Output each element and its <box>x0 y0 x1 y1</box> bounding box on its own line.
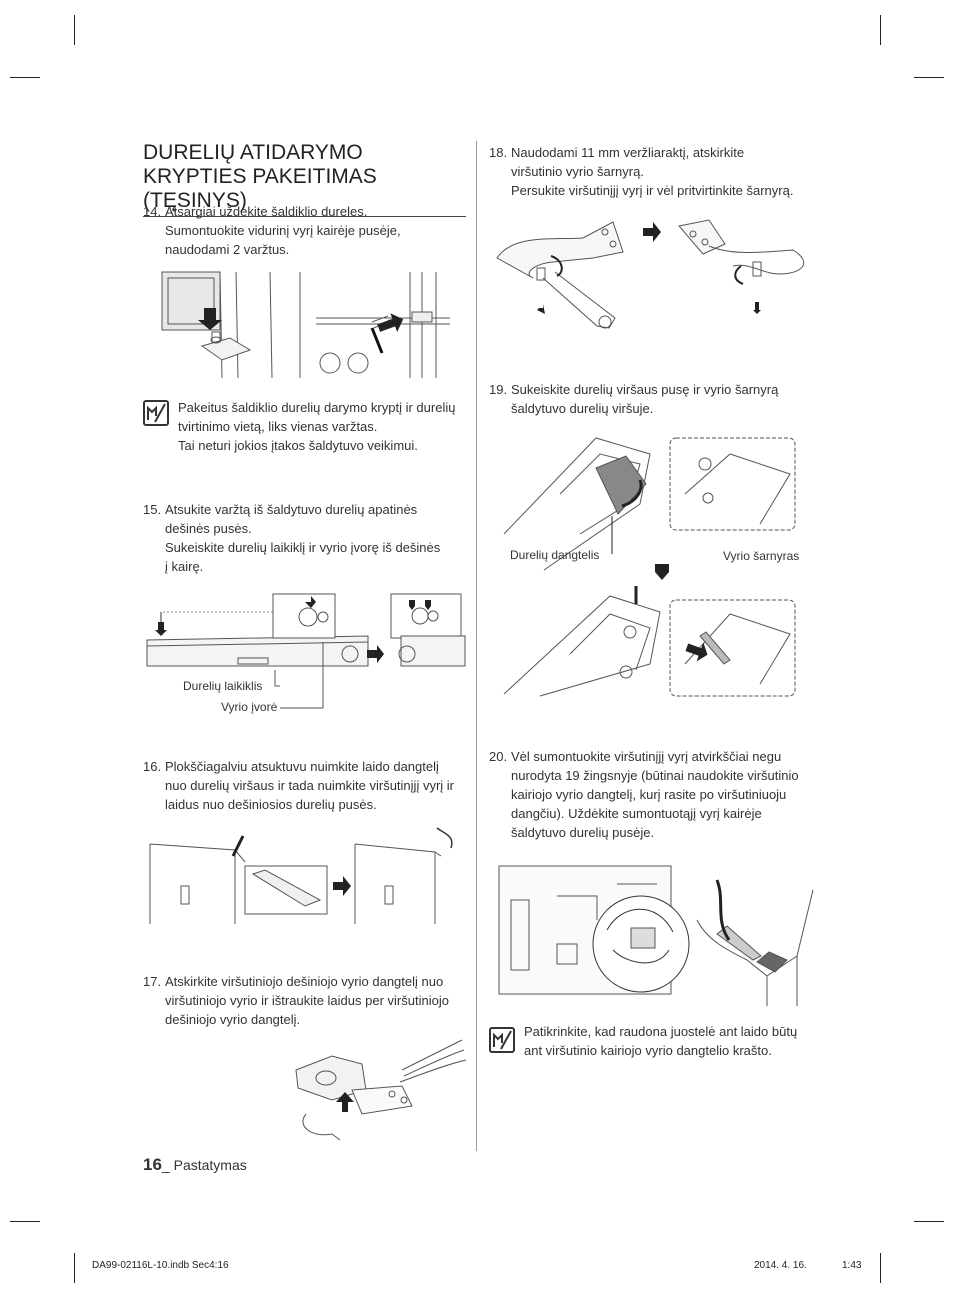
step-text: Atskirkite viršutiniojo dešiniojo vyrio … <box>165 972 449 1029</box>
step-line: Vėl sumontuokite viršutinįjį vyrį atvirk… <box>511 749 782 764</box>
door-cover-label: Durelių dangtelis <box>510 548 600 562</box>
footer-separator: _ <box>161 1157 174 1173</box>
hinge-bushing-label: Vyrio įvorė <box>221 700 278 714</box>
step-line: Sukeiskite durelių viršaus pusę ir vyrio… <box>511 382 779 397</box>
crop-mark <box>880 1253 881 1283</box>
step-line: šaldytuvo durelių pusėje. <box>511 825 655 840</box>
step-17-illustration <box>295 1039 467 1141</box>
step-line: dešiniojo vyrio dangtelį. <box>165 1012 301 1027</box>
note-line: tvirtinimo vietą, liks vienas varžtas. <box>178 419 378 434</box>
note-line: Pakeitus šaldiklio durelių darymo kryptį… <box>178 400 456 415</box>
step-line: naudodami 2 varžtus. <box>165 242 290 257</box>
step-line: į kairę. <box>165 559 204 574</box>
step-line: nurodyta 19 žingsnyje (būtinai naudokite… <box>511 768 799 783</box>
slug-time: 1:43 <box>842 1260 862 1271</box>
step-line: Atsukite varžtą iš šaldytuvo durelių apa… <box>165 502 418 517</box>
crop-mark <box>10 77 40 78</box>
step-text: Atsargiai uždėkite šaldiklio dureles. Su… <box>165 202 401 259</box>
step-18-illustration <box>496 219 805 329</box>
step-text: Naudodami 11 mm veržliaraktį, atskirkite… <box>511 143 793 200</box>
page-number: 16 <box>143 1155 162 1174</box>
step-line: laidus nuo dešiniosios durelių pusės. <box>165 797 377 812</box>
step-number: 16. <box>143 759 162 774</box>
crop-mark <box>74 15 75 45</box>
note-line: ant viršutinio kairiojo vyrio dangtelio … <box>524 1043 772 1058</box>
slug-file: DA99-02116L-10.indb Sec4:16 <box>92 1260 229 1271</box>
note-2: Patikrinkite, kad raudona juostelė ant l… <box>524 1022 797 1060</box>
step-number: 18. <box>489 145 508 160</box>
note-line: Tai neturi jokios įtakos šaldytuvo veiki… <box>178 438 418 453</box>
crop-mark <box>74 1253 75 1283</box>
step-14-illustration <box>161 271 450 379</box>
step-line: šaldytuvo durelių viršuje. <box>511 401 654 416</box>
step-19-illustration <box>503 437 796 697</box>
step-20-illustration <box>498 865 814 1006</box>
step-line: dangčiu). Uždėkite sumontuotąjį vyrį kai… <box>511 806 762 821</box>
crop-mark <box>914 77 944 78</box>
crop-mark <box>880 15 881 45</box>
step-number: 14. <box>143 204 162 219</box>
step-text: Atsukite varžtą iš šaldytuvo durelių apa… <box>165 500 440 576</box>
slug-date: 2014. 4. 16. <box>754 1260 807 1271</box>
column-divider <box>476 141 477 1151</box>
section-title: DURELIŲ ATIDARYMO KRYPTIES PAKEITIMAS (T… <box>143 141 466 217</box>
step-16-illustration <box>149 827 453 924</box>
step-text: Plokščiagalviu atsuktuvu nuimkite laido … <box>165 757 454 814</box>
step-line: viršutiniojo vyrio ir ištraukite laidus … <box>165 993 449 1008</box>
step-text: Vėl sumontuokite viršutinįjį vyrį atvirk… <box>511 747 799 842</box>
hinge-pin-label: Vyrio šarnyras <box>723 549 800 563</box>
footer-section: Pastatymas <box>173 1157 247 1173</box>
crop-mark <box>10 1221 40 1222</box>
step-text: Sukeiskite durelių viršaus pusę ir vyrio… <box>511 380 778 418</box>
step-line: dešinės pusės. <box>165 521 252 536</box>
step-line: nuo durelių viršaus ir tada nuimkite vir… <box>165 778 454 793</box>
step-line: viršutinio vyrio šarnyrą. <box>511 164 644 179</box>
step-number: 19. <box>489 382 508 397</box>
crop-mark <box>914 1221 944 1222</box>
step-number: 15. <box>143 502 162 517</box>
note-icon <box>489 1027 515 1053</box>
page-footer: 16_ Pastatymas <box>143 1155 247 1175</box>
step-line: Atskirkite viršutiniojo dešiniojo vyrio … <box>165 974 444 989</box>
step-number: 17. <box>143 974 162 989</box>
step-line: kairiojo vyrio dangtelį, kurį rasite po … <box>511 787 787 802</box>
step-line: Sukeiskite durelių laikiklį ir vyrio įvo… <box>165 540 441 555</box>
step-number: 20. <box>489 749 508 764</box>
step-15-illustration <box>146 593 466 709</box>
step-line: Naudodami 11 mm veržliaraktį, atskirkite <box>511 145 745 160</box>
door-holder-label: Durelių laikiklis <box>183 679 263 693</box>
note-icon <box>143 400 169 426</box>
step-line: Sumontuokite vidurinį vyrį kairėje pusėj… <box>165 223 401 238</box>
note-line: Patikrinkite, kad raudona juostelė ant l… <box>524 1024 798 1039</box>
note-1: Pakeitus šaldiklio durelių darymo kryptį… <box>178 398 455 455</box>
step-line: Atsargiai uždėkite šaldiklio dureles. <box>165 204 368 219</box>
step-line: Persukite viršutinįjį vyrį ir vėl pritvi… <box>511 183 794 198</box>
step-line: Plokščiagalviu atsuktuvu nuimkite laido … <box>165 759 439 774</box>
